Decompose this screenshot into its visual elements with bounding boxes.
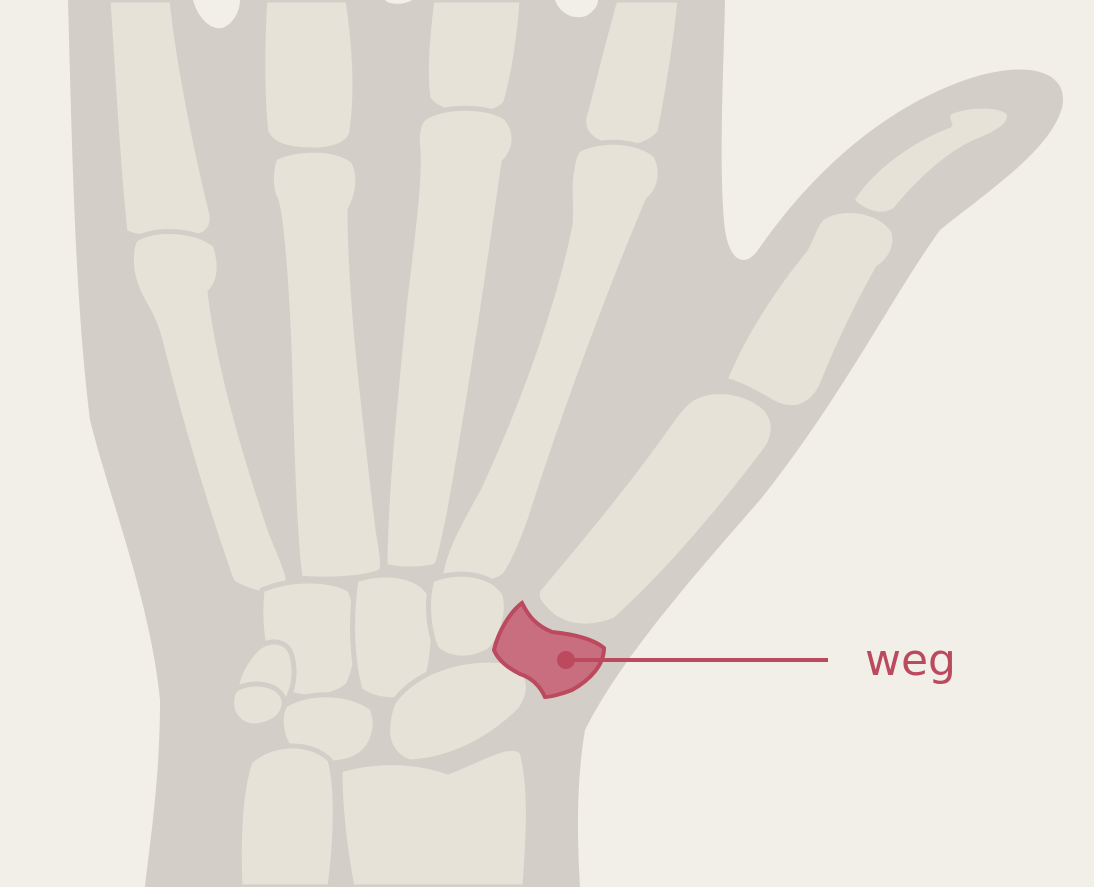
pisiform-bone	[232, 684, 284, 726]
ulna-bone	[239, 746, 335, 887]
radius-bone	[340, 748, 528, 887]
annotation-dot	[557, 651, 575, 669]
forearm-bones	[239, 746, 528, 887]
annotation-label: weg	[865, 635, 956, 686]
